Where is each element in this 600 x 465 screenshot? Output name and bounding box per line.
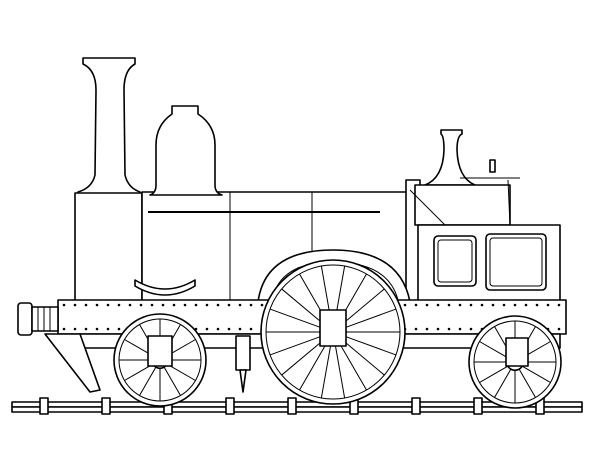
rivet	[480, 303, 484, 307]
rivet	[106, 327, 110, 331]
wheel-spoke	[345, 335, 397, 356]
rivet	[249, 303, 253, 307]
rivet	[535, 303, 539, 307]
rivet	[249, 327, 253, 331]
rivet	[139, 303, 143, 307]
wheel-spoke	[163, 366, 181, 396]
rivet	[425, 303, 429, 307]
wheel-spoke	[299, 342, 327, 391]
rail-chair	[411, 397, 421, 415]
leaf-spring-front	[134, 279, 196, 296]
rivet	[73, 303, 77, 307]
rivet	[414, 303, 418, 307]
rivet	[106, 303, 110, 307]
cowcatcher	[44, 333, 101, 393]
rivet	[84, 303, 88, 307]
rivet	[62, 303, 66, 307]
rivet	[414, 327, 418, 331]
axle-box-driving	[319, 309, 347, 347]
rivet	[95, 303, 99, 307]
wheel-spoke	[494, 368, 512, 398]
rivet	[546, 303, 550, 307]
safety-valve	[424, 129, 476, 186]
rivet	[73, 327, 77, 331]
smokebox	[74, 192, 143, 304]
rivet	[513, 303, 517, 307]
rail-chair	[287, 397, 297, 415]
wheel-spoke	[518, 368, 536, 398]
rivet	[95, 327, 99, 331]
rivet	[447, 303, 451, 307]
rivet	[260, 303, 264, 307]
rivet	[172, 303, 176, 307]
wheel-spoke	[342, 288, 385, 325]
wheel-spoke	[345, 308, 397, 329]
wheel-spoke	[281, 339, 324, 376]
steam-dome	[149, 105, 223, 196]
rail-track	[11, 397, 583, 415]
rivet	[194, 303, 198, 307]
wheel-spoke	[269, 335, 321, 356]
rivet	[227, 303, 231, 307]
axle-box-rear	[505, 337, 529, 367]
rivet	[84, 327, 88, 331]
wheel-spoke	[521, 365, 551, 383]
rail-chair	[473, 397, 483, 415]
wheel-spoke	[269, 308, 321, 329]
rivet	[458, 303, 462, 307]
wheel-spoke	[139, 366, 157, 396]
wheel-spoke	[320, 344, 332, 399]
chimney	[77, 57, 141, 196]
cab-window-left	[433, 235, 477, 287]
rivet	[557, 327, 561, 331]
wheel-spoke	[166, 363, 196, 381]
wheel-spoke	[342, 339, 385, 376]
wheel-spoke	[124, 363, 154, 381]
cab-window-right	[485, 233, 547, 291]
rivet	[238, 327, 242, 331]
rivet	[458, 327, 462, 331]
wheel-spoke	[479, 341, 509, 359]
rivet	[447, 327, 451, 331]
rivet	[205, 303, 209, 307]
axle-box-front	[147, 335, 173, 367]
rivet	[425, 327, 429, 331]
wheel-spoke	[281, 288, 324, 325]
rivet	[436, 327, 440, 331]
rail-chair	[39, 397, 49, 415]
rivet	[238, 303, 242, 307]
rivet	[227, 327, 231, 331]
rivet	[469, 303, 473, 307]
rivet	[557, 303, 561, 307]
rivet	[205, 327, 209, 331]
wheel-spoke	[479, 365, 509, 383]
rivet	[502, 303, 506, 307]
rail-chair	[101, 397, 111, 415]
rivet	[216, 303, 220, 307]
rivet	[469, 327, 473, 331]
rivet	[524, 303, 528, 307]
rivet	[62, 327, 66, 331]
wheel-spoke	[334, 344, 346, 399]
buffer	[17, 302, 59, 336]
rivet	[117, 303, 121, 307]
rivet	[403, 303, 407, 307]
rivet	[161, 303, 165, 307]
rivet	[183, 303, 187, 307]
rivet	[436, 303, 440, 307]
rivet	[150, 303, 154, 307]
rivet	[216, 327, 220, 331]
rivet	[128, 303, 132, 307]
rail-chair	[225, 397, 235, 415]
rivet	[491, 303, 495, 307]
wheel-spoke	[339, 342, 367, 391]
rivet	[117, 327, 121, 331]
